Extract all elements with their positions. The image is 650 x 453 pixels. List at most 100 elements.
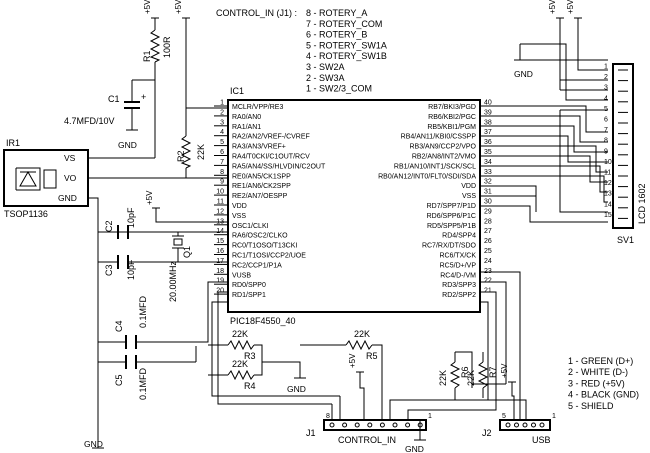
usb-legend-entry: 3 - RED (+5V) xyxy=(568,378,625,388)
gnd-label: GND xyxy=(118,140,137,150)
ic1-pin-number: 12 xyxy=(216,208,224,215)
ic1-pin-name: RD1/SPP1 xyxy=(232,292,266,299)
ic1-pin-number: 13 xyxy=(216,218,224,225)
ic1-pin-number: 9 xyxy=(220,179,224,186)
j2-name: USB xyxy=(532,435,551,445)
ic1-pin-name: RC1/T1OSI/CCP2/UOE xyxy=(232,253,306,260)
ic1-pin-name: RA2/AN2/VREF-/CVREF xyxy=(232,134,310,141)
gnd-label: GND xyxy=(514,69,533,79)
sv1-pin-number: 5 xyxy=(604,106,608,113)
crystal-q1: Q1 20.00MHz xyxy=(168,235,192,302)
ic1-pin-number: 35 xyxy=(484,149,492,156)
usb-legend: 1 - GREEN (D+)2 - WHITE (D-)3 - RED (+5V… xyxy=(568,356,639,411)
sv1-pin-number: 6 xyxy=(604,117,608,124)
vcc-vdd: +5V xyxy=(145,190,160,209)
ic1-pin-number: 30 xyxy=(484,199,492,206)
ic1-pin-name: VDD xyxy=(232,203,247,210)
usb-legend-entry: 2 - WHITE (D-) xyxy=(568,367,628,377)
j2-pin xyxy=(514,422,519,428)
ir1-model: TSOP1136 xyxy=(4,209,48,219)
resistor-r5: 22K R5 xyxy=(345,329,378,361)
j1-pin xyxy=(354,422,360,428)
ic1-pin-name: RD3/SPP3 xyxy=(442,282,476,289)
ic1-pin-name: VSS xyxy=(232,213,246,220)
resistor-r7: 22K R7 xyxy=(466,361,498,389)
ic1: IC1 PIC18F4550_40 1MCLR/VPP/RE32RA0/AN03… xyxy=(214,86,492,326)
ic1-pin-number: 22 xyxy=(484,278,492,285)
ic1-pin-name: MCLR/VPP/RE3 xyxy=(232,104,283,111)
sv1-pin-number: 10 xyxy=(604,159,612,166)
ic1-pin-number: 15 xyxy=(216,238,224,245)
q1-ref: Q1 xyxy=(182,246,192,258)
ir1-pin-vo: VO xyxy=(64,173,77,183)
c5-value: 0.1MFD xyxy=(138,367,148,400)
sv1-pin-number: 9 xyxy=(604,148,608,155)
vcc-label: +5V xyxy=(348,353,357,368)
r2-ref: R2 xyxy=(176,150,186,162)
r1-value: 100R xyxy=(162,36,172,58)
vcc-j2: +5V xyxy=(500,363,516,383)
r7-ref: R7 xyxy=(488,366,498,378)
gnd-label: GND xyxy=(84,439,103,449)
ic1-pin-name: RC2/CCP1/P1A xyxy=(232,262,282,269)
ic1-pin-number: 36 xyxy=(484,139,492,146)
ic1-pin-name: RE0/AN5/CK1SPP xyxy=(232,173,291,180)
usb-entries: 1 - GREEN (D+)2 - WHITE (D-)3 - RED (+5V… xyxy=(568,356,639,411)
control-in-entry: 8 - ROTERY_A xyxy=(306,8,367,18)
ic1-pin-number: 18 xyxy=(216,268,224,275)
ic1-pin-number: 17 xyxy=(216,258,224,265)
vcc-mclr: +5V xyxy=(174,0,190,19)
ic1-pin-name: RE2/AN7/OESPP xyxy=(232,193,288,200)
ic1-pin-name: RD5/SPP5/P1B xyxy=(427,223,476,230)
r1-ref: R1 xyxy=(142,50,152,62)
j1-ref: J1 xyxy=(306,428,316,438)
j2-pin-last: 1 xyxy=(552,413,556,420)
ic1-pin-name: RD0/SPP0 xyxy=(232,282,266,289)
ic1-pin-number: 1 xyxy=(220,100,224,107)
j2-pin xyxy=(522,422,528,428)
ic1-pin-number: 34 xyxy=(484,159,492,166)
ic1-pin-number: 28 xyxy=(484,218,492,225)
ic1-pin-name: RA0/AN0 xyxy=(232,114,261,121)
ic1-pin-name: RD6/SPP6/P1C xyxy=(427,213,476,220)
ic1-pin-number: 25 xyxy=(484,248,492,255)
ic1-pin-number: 2 xyxy=(220,109,224,116)
ic1-pin-name: RC5/D+/VP xyxy=(440,262,477,269)
c4-value: 0.1MFD xyxy=(138,295,148,328)
ic1-pin-name: RC4/D-/VM xyxy=(440,272,476,279)
ic1-pin-name: RB6/KBI2/PGC xyxy=(428,114,476,121)
ic1-pin-name: RD4/SPP4 xyxy=(442,233,476,240)
vcc-lcd-a: +5V xyxy=(548,0,564,19)
ic1-pin-name: VSS xyxy=(462,193,476,200)
ic1-pin-name: RA1/AN1 xyxy=(232,124,261,131)
resistor-r2: R2 22K xyxy=(176,135,206,169)
ic1-pin-number: 5 xyxy=(220,139,224,146)
sv1-pin-number: 14 xyxy=(604,201,612,208)
ic1-pin-number: 19 xyxy=(216,278,224,285)
control-in-title: CONTROL_IN (J1) : xyxy=(216,8,297,18)
control-in-entry: 6 - ROTERY_B xyxy=(306,30,367,40)
ic1-pin-name: RE1/AN6/CK2SPP xyxy=(232,183,291,190)
ic1-pin-number: 23 xyxy=(484,268,492,275)
vcc-r1: +5V xyxy=(143,0,159,19)
sv1-pin-number: 4 xyxy=(604,95,608,102)
j1-pin-first: 8 xyxy=(326,413,330,420)
resistor-r4: 22K R4 xyxy=(227,359,256,391)
sv1-pin-number: 3 xyxy=(604,85,608,92)
j2-ref: J2 xyxy=(482,428,492,438)
ic1-pin-name: RB0/AN12/INT0/FLT0/SDI/SDA xyxy=(378,173,476,180)
ir-receiver-ir1: IR1 TSOP1136 VS VO GND xyxy=(3,138,89,219)
usb-legend-entry: 4 - BLACK (GND) xyxy=(568,390,639,400)
j2-pin xyxy=(531,422,536,428)
ic1-pin-name: RD2/SPP2 xyxy=(442,292,476,299)
control-in-entry: 5 - ROTERY_SW1A xyxy=(306,40,387,50)
ic1-pin-name: RC6/TX/CK xyxy=(439,253,476,260)
sv1-pin-number: 11 xyxy=(604,170,611,177)
ic1-pin-name: OSC1/CLKI xyxy=(232,223,269,230)
ic1-pin-number: 27 xyxy=(484,228,492,235)
ic1-pin-number: 8 xyxy=(220,169,224,176)
ic1-pin-name: RD7/SPP7/P1D xyxy=(427,203,476,210)
